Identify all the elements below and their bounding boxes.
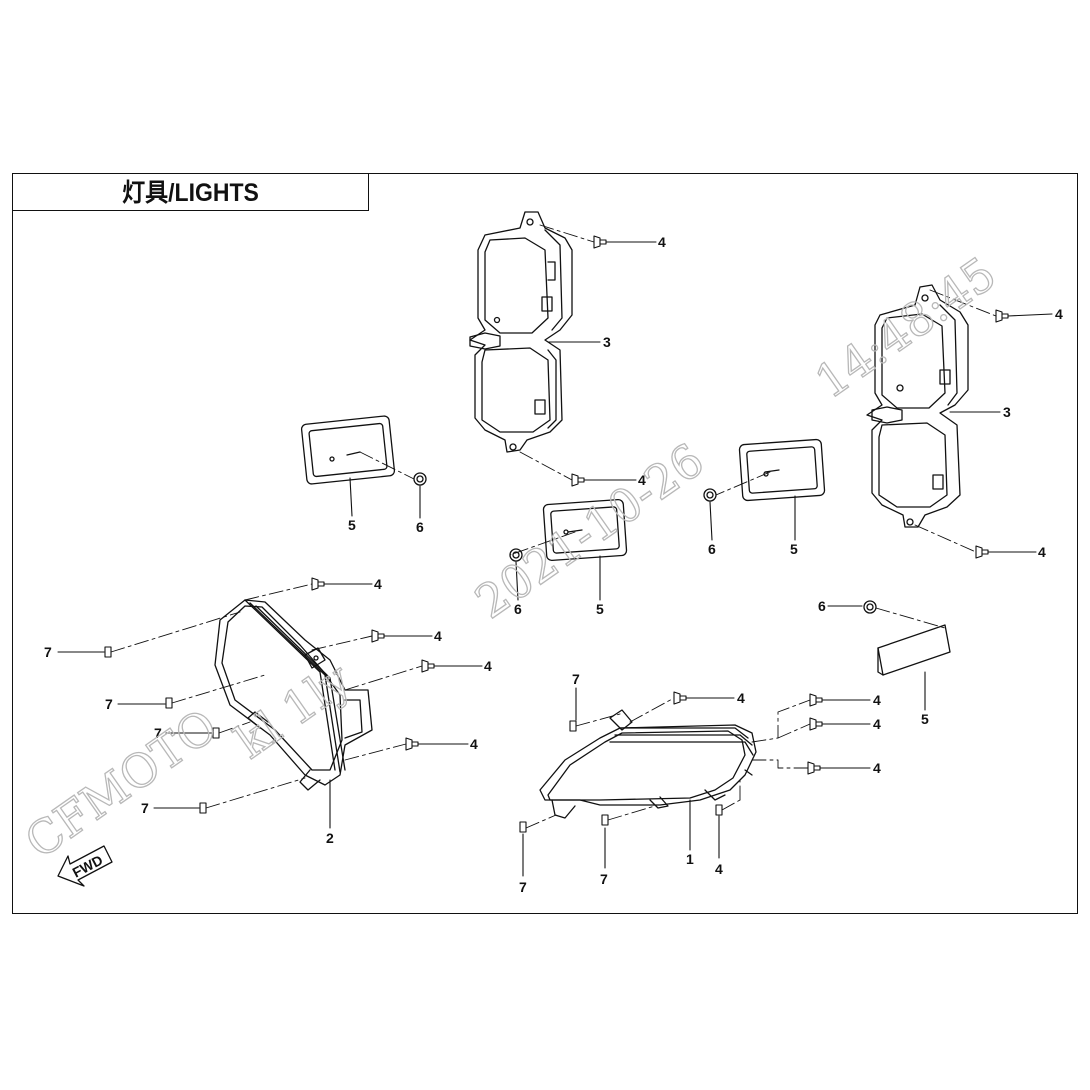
- headlight-left: [214, 599, 373, 791]
- callout-6: 6: [708, 541, 716, 557]
- callout-4: 4: [434, 628, 442, 644]
- callout-6: 6: [514, 601, 522, 617]
- callout-7: 7: [44, 644, 52, 660]
- callout-4: 4: [873, 692, 881, 708]
- callout-2: 2: [326, 830, 334, 846]
- callout-7: 7: [154, 725, 162, 741]
- assembly-lines: [110, 224, 997, 829]
- callout-6: 6: [818, 598, 826, 614]
- callout-4: 4: [1055, 306, 1063, 322]
- nuts: [413, 472, 877, 614]
- reflector-right-upper: [738, 438, 826, 502]
- reflector-left: [300, 415, 396, 485]
- callout-7: 7: [105, 696, 113, 712]
- callout-4: 4: [638, 472, 646, 488]
- fwd-arrow-icon: [57, 845, 113, 887]
- callout-1: 1: [686, 851, 694, 867]
- clips: [104, 646, 723, 833]
- callout-7: 7: [141, 800, 149, 816]
- tail-light-center: [469, 211, 573, 453]
- diagram-frame: [12, 173, 1078, 914]
- leader-lines: [57, 241, 1053, 877]
- reflector-right-lower: [877, 624, 951, 676]
- callout-labels: 4 3 4 4 3 4 5 6 6 5 6 5 6 5 4 4 4 4 7 7 …: [44, 234, 1063, 895]
- callout-4: 4: [374, 576, 382, 592]
- callout-4: 4: [658, 234, 666, 250]
- callout-4: 4: [1038, 544, 1046, 560]
- reflector-center: [542, 498, 628, 562]
- callout-5: 5: [790, 541, 798, 557]
- callout-3: 3: [1003, 404, 1011, 420]
- callout-7: 7: [519, 879, 527, 895]
- callout-3: 3: [603, 334, 611, 350]
- tail-light-right: [866, 284, 969, 528]
- fwd-label: FWD: [70, 852, 106, 881]
- callout-5: 5: [596, 601, 604, 617]
- page-title: 灯具/LIGHTS: [122, 179, 259, 207]
- callout-5: 5: [921, 711, 929, 727]
- callout-4: 4: [873, 760, 881, 776]
- headlight-center: [539, 709, 757, 819]
- callout-4: 4: [737, 690, 745, 706]
- callout-4: 4: [484, 658, 492, 674]
- callout-5: 5: [348, 517, 356, 533]
- callout-4: 4: [470, 736, 478, 752]
- callout-7: 7: [572, 671, 580, 687]
- callout-6: 6: [416, 519, 424, 535]
- callout-7: 4: [715, 861, 723, 877]
- title-box: 灯具/LIGHTS: [12, 173, 369, 211]
- callout-7: 7: [600, 871, 608, 887]
- callout-4: 4: [873, 716, 881, 732]
